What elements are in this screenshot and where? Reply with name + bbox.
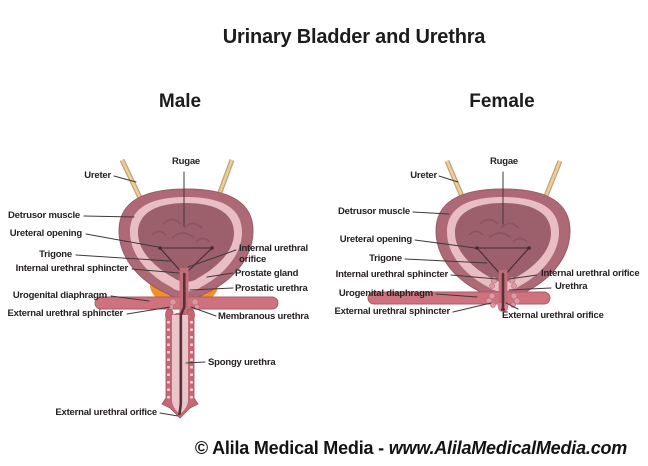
- male-internal-orifice-line: [187, 249, 237, 268]
- male-ureter-line: [113, 175, 137, 183]
- female-label-ureter: Ureter: [410, 170, 437, 181]
- male-label-internal-urethral-sphincter: Internal urethral sphincter: [15, 263, 129, 274]
- male-ureteral-opening-line: [85, 233, 159, 248]
- male-right-ureteral-opening: [210, 246, 214, 250]
- male-urethra-lumen: [178, 272, 186, 416]
- male-label-trigone: Trigone: [39, 249, 72, 260]
- male-spongy-line: [185, 361, 206, 364]
- female-label-internal-urethral-sphincter: Internal urethral sphincter: [335, 269, 449, 280]
- female-right-ureteral-opening: [527, 246, 531, 250]
- male-label-prostate-gland: Prostate gland: [235, 268, 299, 279]
- male-shaft-dots: [167, 321, 193, 399]
- female-label-urogenital-diaphragm: Urogenital diaphragm: [338, 288, 433, 299]
- male-detrusor-line: [83, 215, 135, 218]
- page-title: Urinary Bladder and Urethra: [222, 26, 486, 48]
- female-external-orifice-line: [505, 302, 519, 310]
- male-label-membranous-urethra: Membranous urethra: [218, 311, 309, 322]
- female-label-trigone: Trigone: [369, 253, 402, 264]
- male-rugae-folds: [151, 218, 211, 243]
- male-label-urogenital-diaphragm: Urogenital diaphragm: [12, 290, 107, 301]
- female-trigone-line: [404, 258, 488, 264]
- female-external-urethral-orifice: [500, 308, 506, 311]
- female-label-rugae: Rugae: [489, 156, 519, 167]
- female-label-external-urethral-sphincter: External urethral sphincter: [334, 306, 451, 317]
- male-external-sphincter: [168, 298, 200, 310]
- male-heading: Male: [158, 91, 202, 112]
- female-label-external-urethral-orifice: External urethral orifice: [502, 310, 604, 321]
- male-label-ureteral-opening: Ureteral opening: [9, 228, 82, 239]
- male-urogenital-line: [110, 295, 150, 302]
- male-label-external-urethral-orifice: External urethral orifice: [55, 407, 157, 418]
- watermark: © Alila Medical Media - www.AlilaMedical…: [174, 438, 648, 459]
- female-internal-orifice-line: [508, 274, 538, 280]
- male-label-spongy-urethra: Spongy urethra: [208, 357, 276, 368]
- female-label-detrusor-muscle: Detrusor muscle: [338, 206, 410, 217]
- male-prostate-line: [206, 272, 234, 278]
- male-bladder-cavity: [138, 203, 234, 282]
- female-external-sphincter: [485, 292, 521, 308]
- female-heading: Female: [469, 91, 535, 112]
- leader-lines: [75, 171, 552, 417]
- female-ureter-line: [438, 175, 459, 183]
- female-ureteral-opening-line: [414, 239, 476, 249]
- male-label-prostatic-urethra: Prostatic urethra: [235, 283, 308, 294]
- male-external-orifice-line: [159, 412, 179, 417]
- male-external-sphincter-line: [126, 306, 171, 315]
- male-internal-sphincter-line: [131, 268, 180, 274]
- male-label-internal-urethral-orifice: Internal urethral orifice: [239, 243, 308, 265]
- female-urethra: [497, 270, 509, 312]
- watermark-prefix: © Alila Medical Media -: [194, 438, 389, 458]
- female-internal-sphincter-line: [450, 274, 498, 280]
- female-label-internal-urethral-orifice: Internal urethral orifice: [541, 268, 640, 279]
- male-label-external-urethral-sphincter: External urethral sphincter: [7, 308, 124, 319]
- female-detrusor-line: [412, 211, 450, 215]
- female-label-urethra: Urethra: [555, 281, 588, 292]
- female-label-ureteral-opening: Ureteral opening: [339, 234, 412, 245]
- female-urethra-line: [508, 287, 552, 291]
- female-left-ureteral-opening: [475, 246, 479, 250]
- male-membranous-line: [190, 306, 217, 317]
- male-label-ureter: Ureter: [84, 170, 111, 181]
- female-external-sphincter-line: [452, 302, 492, 313]
- male-spongy-urethra: [161, 272, 199, 419]
- male-label-detrusor-muscle: Detrusor muscle: [8, 210, 80, 221]
- watermark-url: www.AlilaMedicalMedia.com: [388, 438, 628, 458]
- female-bladder-cavity: [455, 203, 551, 282]
- male-prostatic-urethra-line: [189, 287, 234, 291]
- female-diagram: [367, 160, 571, 312]
- male-label-rugae: Rugae: [171, 156, 201, 167]
- male-trigone-line: [75, 254, 171, 262]
- female-urogenital-line: [435, 293, 478, 298]
- female-rugae-folds: [468, 218, 528, 243]
- male-left-ureteral-opening: [158, 246, 162, 250]
